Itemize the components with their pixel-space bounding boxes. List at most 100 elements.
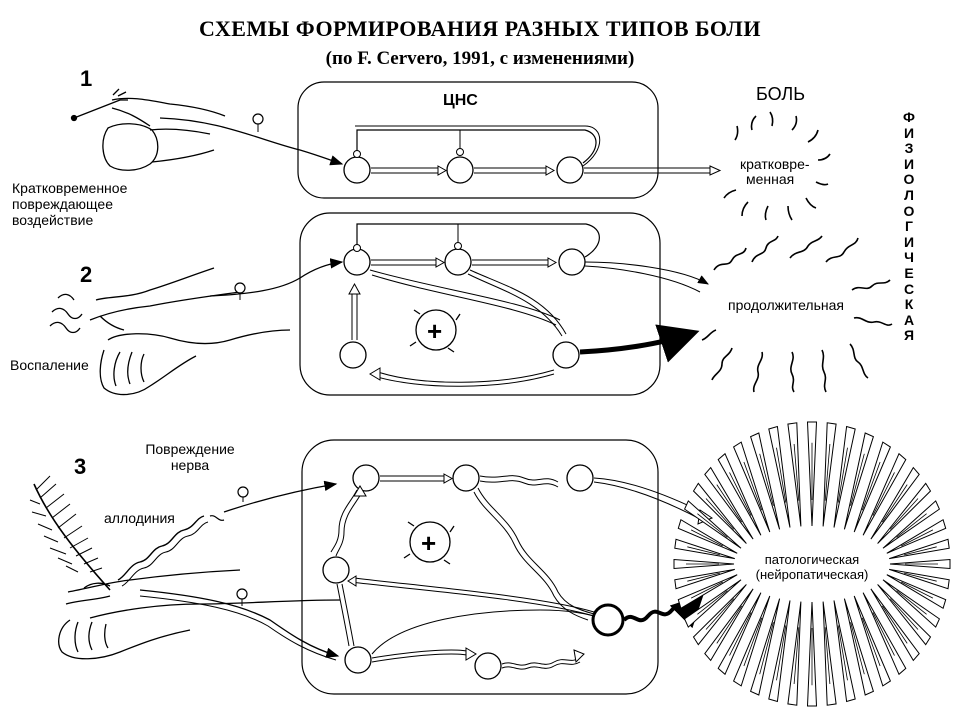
- pain-label: БОЛЬ: [756, 84, 806, 104]
- scheme-3: [29, 421, 951, 707]
- plus-sign-3: +: [421, 528, 437, 558]
- prolonged-pain-arrow: [579, 324, 700, 363]
- burst-ray-line: [776, 447, 787, 503]
- prolonged-pain-squiggles: [701, 235, 893, 393]
- afferent-fiber-2: [209, 258, 344, 297]
- cns2-neuron-e: [552, 341, 580, 369]
- vertical-letter: И: [903, 124, 915, 141]
- afferent-fiber-3a: [223, 480, 338, 513]
- burst-ray-line: [889, 598, 919, 630]
- burst-ray: [843, 432, 875, 530]
- cns-box-1: [297, 81, 659, 199]
- vertical-letter: Я: [903, 327, 915, 344]
- burst-ray-line: [729, 472, 752, 516]
- burst-ray: [717, 452, 762, 536]
- burst-ray-line: [896, 590, 927, 615]
- cns3-neuron-c: [566, 464, 594, 492]
- pathological-pain-burst: [673, 421, 951, 707]
- burst-ray-line: [743, 461, 763, 511]
- burst-ray: [862, 452, 907, 536]
- burst-ray-line: [793, 443, 800, 501]
- burst-ray: [822, 601, 837, 706]
- burst-ray-line: [716, 605, 743, 644]
- ganglion-cell-3b: [236, 588, 248, 600]
- burst-ray: [833, 600, 856, 703]
- hand-with-needle-1: [70, 88, 226, 171]
- short-pain-label-1: кратковре-: [740, 156, 810, 172]
- burst-ray: [732, 595, 771, 687]
- burst-ray-line: [881, 605, 908, 644]
- burst-ray-line: [904, 572, 937, 582]
- burst-ray: [787, 601, 802, 706]
- burst-ray: [749, 432, 781, 530]
- burst-ray: [768, 600, 791, 703]
- burst-ray: [822, 422, 837, 527]
- burst-ray: [889, 568, 950, 590]
- stimulus-inflammation-label: Воспаление: [10, 357, 89, 373]
- burst-ray-line: [690, 529, 723, 547]
- burst-ray: [882, 500, 941, 549]
- burst-ray-line: [881, 484, 908, 523]
- burst-ray-line: [824, 627, 831, 685]
- cns3-neuron-e: [344, 646, 372, 674]
- vertical-letter: С: [903, 280, 915, 297]
- vertical-letter: Ч: [904, 249, 914, 266]
- burst-ray-line: [729, 612, 752, 656]
- scheme-number-3: 3: [74, 454, 87, 479]
- potentiation-circle-3: [409, 521, 451, 563]
- vertical-letter: З: [904, 140, 914, 157]
- burst-ray-line: [872, 612, 895, 656]
- burst-ray-line: [901, 529, 934, 547]
- vertical-letter: Е: [904, 264, 914, 281]
- cns2-neuron-d: [339, 341, 367, 369]
- subtitle: (по F. Cervero, 1991, с изменениями): [325, 48, 635, 69]
- scheme-number-2: 2: [80, 262, 93, 287]
- cns3-neuron-f: [474, 652, 502, 680]
- burst-ray-line: [687, 572, 720, 582]
- burst-ray-line: [687, 546, 720, 556]
- cns3-neuron-a: [352, 464, 380, 492]
- burst-ray-line: [850, 453, 865, 506]
- burst-ray-line: [861, 617, 881, 667]
- burst-ray: [674, 568, 735, 590]
- burst-ray: [732, 441, 771, 533]
- ganglion-cell-2: [234, 282, 246, 294]
- cns2-neuron-c: [558, 248, 586, 276]
- burst-ray-line: [697, 590, 728, 615]
- afferent-fiber-3b: [139, 589, 340, 658]
- ganglion-cell-3a: [237, 486, 249, 498]
- burst-ray: [677, 574, 738, 610]
- plus-sign-2: +: [427, 316, 443, 346]
- burst-ray: [886, 574, 947, 610]
- cns3-neuron-d: [322, 556, 350, 584]
- burst-ray: [677, 518, 738, 554]
- allodynia-label: аллодиния: [104, 510, 175, 526]
- burst-ray-line: [743, 617, 763, 667]
- vertical-letter: А: [903, 311, 915, 328]
- burst-ray: [833, 425, 856, 528]
- vertical-letter: И: [903, 233, 915, 250]
- scheme-1: [70, 88, 831, 221]
- burst-ray-line: [861, 461, 881, 511]
- vertical-letter: О: [903, 202, 915, 219]
- burst-ray-line: [850, 622, 865, 675]
- cns3-neuron-b: [452, 464, 480, 492]
- burst-ray-line: [837, 447, 848, 503]
- burst-ray: [674, 538, 735, 560]
- main-title: СХЕМЫ ФОРМИРОВАНИЯ РАЗНЫХ ТИПОВ БОЛИ: [199, 16, 761, 41]
- burst-ray: [862, 592, 907, 676]
- vertical-letter: К: [904, 296, 914, 313]
- vertical-letter: О: [903, 171, 915, 188]
- burst-ray-line: [759, 622, 774, 675]
- burst-ray-line: [896, 513, 927, 538]
- burst-ray: [683, 500, 742, 549]
- ganglion-cell-1: [252, 113, 264, 125]
- cns-box-2: [299, 212, 661, 396]
- burst-ray-line: [793, 627, 800, 685]
- vertical-letter: Ф: [903, 109, 915, 125]
- short-pain-burst: [723, 111, 831, 221]
- burst-ray-line: [872, 472, 895, 516]
- burst-ray: [853, 595, 892, 687]
